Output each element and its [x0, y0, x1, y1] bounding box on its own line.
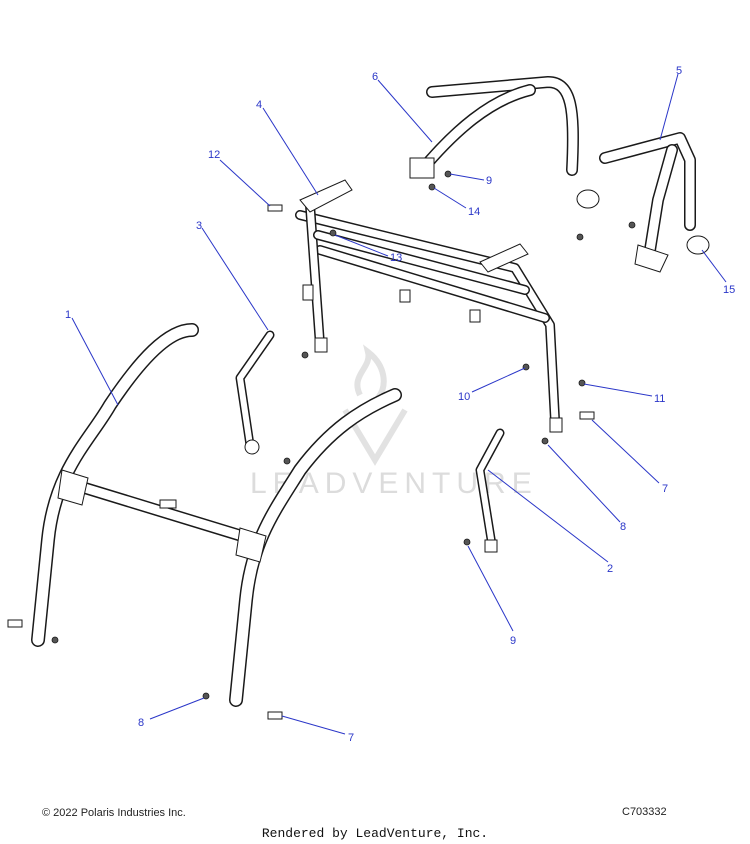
callout-13[interactable]: 13: [390, 252, 402, 264]
nut-8-left[interactable]: [51, 636, 59, 644]
nut-misc-4[interactable]: [628, 221, 636, 229]
part-6-front-bow[interactable]: [409, 76, 579, 179]
nut-8-right[interactable]: [541, 437, 549, 445]
parts-diagram: LEADVENTURE: [7, 65, 735, 744]
callout-5[interactable]: 5: [676, 65, 682, 77]
brace-foot-left: [244, 439, 260, 455]
callout-6[interactable]: 6: [372, 71, 378, 83]
callout-9-top[interactable]: 9: [486, 175, 492, 187]
end-cap-2: [686, 235, 710, 255]
frame-tab-1: [302, 284, 314, 301]
part-3-side-brace[interactable]: [235, 330, 275, 455]
part-1-front-hoop[interactable]: [31, 323, 402, 707]
nut-misc-2[interactable]: [283, 457, 291, 465]
hardware: [7, 170, 636, 720]
front-bow-mount: [409, 157, 435, 179]
part-4-rear-frame[interactable]: [295, 179, 563, 433]
callout-14[interactable]: 14: [468, 206, 480, 218]
nut-11[interactable]: [578, 379, 586, 387]
diagram-code: C703332: [622, 806, 667, 818]
bolt-9-lower[interactable]: [463, 538, 471, 546]
bolt-7-left[interactable]: [7, 619, 23, 628]
callout-3[interactable]: 3: [196, 220, 202, 232]
gusset-left: [57, 469, 89, 506]
bolt-12[interactable]: [267, 204, 283, 212]
brace-foot: [484, 539, 498, 553]
bolt-10[interactable]: [522, 363, 530, 371]
leader-lines: [71, 73, 727, 735]
bolt-7-right[interactable]: [579, 411, 595, 420]
mount-tab: [159, 499, 177, 509]
nut-misc-1[interactable]: [301, 351, 309, 359]
bolt-7-bottom[interactable]: [267, 711, 283, 720]
mount-bracket-right: [479, 243, 529, 273]
callout-10[interactable]: 10: [458, 391, 470, 403]
part-15-end-caps[interactable]: [576, 189, 710, 255]
part-5-rear-bow[interactable]: [599, 132, 696, 273]
bolt-13[interactable]: [329, 229, 337, 237]
nut-8-bottom[interactable]: [202, 692, 210, 700]
mount-bracket-left: [299, 179, 353, 213]
callout-12[interactable]: 12: [208, 149, 220, 161]
end-cap-1: [576, 189, 600, 209]
frame-foot-right: [549, 417, 563, 433]
gusset-right: [235, 527, 267, 563]
callout-1[interactable]: 1: [65, 309, 71, 321]
frame-tab-3: [469, 309, 481, 323]
nut-14[interactable]: [428, 183, 436, 191]
part-2-side-brace[interactable]: [475, 428, 505, 553]
callout-8-bottom[interactable]: 8: [138, 717, 144, 729]
callout-8-right[interactable]: 8: [620, 521, 626, 533]
callout-labels: 1 2 3 4 5 6 7 7 8 8 9 9 10 11 12 13 14 1…: [65, 65, 735, 744]
frame-foot-left: [314, 337, 328, 353]
copyright-text: © 2022 Polaris Industries Inc.: [42, 807, 186, 819]
callout-11[interactable]: 11: [654, 393, 665, 405]
rendered-by-text: Rendered by LeadVenture, Inc.: [261, 826, 489, 841]
callout-7-right[interactable]: 7: [662, 483, 668, 495]
bow-mount-plate: [634, 244, 669, 273]
nut-misc-3[interactable]: [576, 233, 584, 241]
callout-2[interactable]: 2: [607, 563, 613, 575]
callout-15[interactable]: 15: [723, 284, 735, 296]
callout-4[interactable]: 4: [256, 99, 262, 111]
watermark-flame-icon: [354, 344, 387, 400]
callout-9-lower[interactable]: 9: [510, 635, 516, 647]
watermark-logo-icon: [342, 408, 408, 466]
frame-tab-2: [399, 289, 411, 303]
callout-7-bottom[interactable]: 7: [348, 732, 354, 744]
